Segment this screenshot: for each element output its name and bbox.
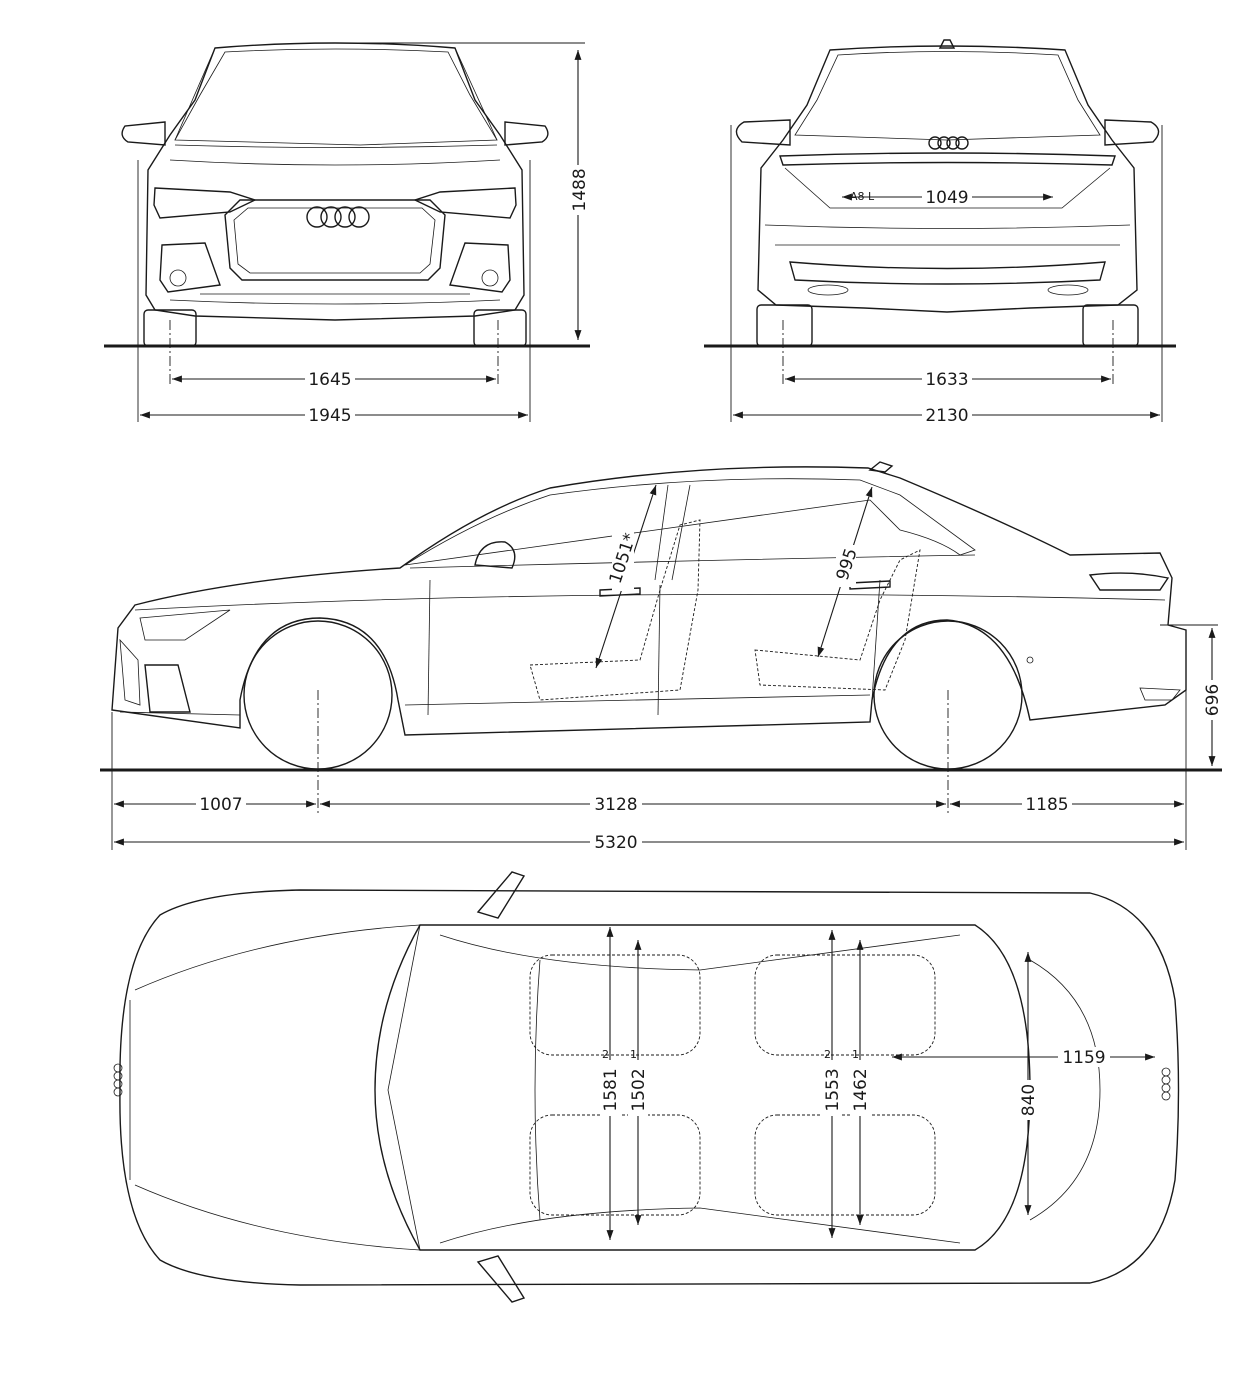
audi-rings-icon: [1161, 1067, 1171, 1101]
front-elbow-label: 1502: [629, 1068, 649, 1111]
audi-rings-icon: [928, 136, 969, 150]
top-roof: [374, 924, 1031, 1251]
rear-width-label: 2130: [925, 406, 968, 426]
front-shoulder-note: 2: [602, 1048, 609, 1061]
rear-shoulder-note: 2: [824, 1048, 831, 1061]
front-seat-outline: [529, 519, 701, 701]
front-height-label: 1488: [570, 168, 590, 211]
front-headroom-label: 1051*: [606, 531, 641, 586]
rear-trunk-opening-label: 1049: [925, 188, 968, 208]
top-left-mirror: [476, 871, 526, 919]
rear-body-outline: [757, 45, 1138, 313]
side-front-intake: [144, 664, 191, 713]
rear-light-bar: [779, 152, 1116, 166]
side-tail-light: [1088, 572, 1170, 591]
trunk-width-label: 840: [1019, 1084, 1039, 1116]
front-windshield: [174, 48, 498, 146]
rear-elbow-note: 1: [852, 1048, 859, 1061]
rear-diffuser: [789, 261, 1106, 285]
front-track-label: 1645: [308, 370, 351, 390]
wheelbase-label: 3128: [594, 795, 637, 815]
front-grille: [224, 199, 446, 281]
side-mirror: [474, 541, 516, 569]
rear-right-mirror: [1104, 119, 1160, 146]
side-view: 1051* 995 696 1007 3128 1185 5320: [100, 461, 1223, 853]
rear-right-seat: [754, 1114, 936, 1216]
front-view: 1488 1645 1945: [104, 42, 590, 426]
front-left-intake: [159, 242, 221, 293]
rear-right-exhaust: [1047, 284, 1089, 296]
audi-rings-icon: [306, 206, 370, 228]
trunk-length-label: 1159: [1062, 1048, 1105, 1068]
top-body-outline: [119, 889, 1180, 1286]
front-elbow-note: 1: [630, 1048, 637, 1061]
rear-left-mirror: [735, 119, 791, 146]
front-left-mirror: [121, 121, 166, 146]
front-right-intake: [449, 242, 511, 293]
side-body-outline: [111, 466, 1187, 736]
front-width-label: 1945: [308, 406, 351, 426]
front-right-seat: [529, 1114, 701, 1216]
front-left-headlight: [153, 187, 257, 219]
rear-shoulder-label: 1553: [823, 1068, 843, 1111]
front-overhang-label: 1007: [199, 795, 242, 815]
shark-fin-antenna: [938, 39, 956, 49]
rear-right-tire: [1082, 304, 1139, 347]
rear-left-exhaust: [807, 284, 849, 296]
front-left-seat: [529, 954, 701, 1056]
front-right-tire: [473, 309, 527, 347]
rear-left-seat: [754, 954, 936, 1056]
rear-window: [794, 51, 1101, 141]
rear-view: A8 L 1049 1633 2130: [704, 39, 1176, 426]
top-right-mirror: [476, 1255, 526, 1303]
audi-rings-icon: [113, 1063, 123, 1097]
rear-left-tire: [756, 304, 813, 347]
front-right-headlight: [413, 187, 517, 219]
side-antenna: [868, 461, 894, 473]
front-shoulder-label: 1581: [601, 1068, 621, 1111]
trunk-lip-height-label: 696: [1203, 684, 1223, 716]
rear-track-label: 1633: [925, 370, 968, 390]
length-label: 5320: [594, 833, 637, 853]
rear-overhang-label: 1185: [1025, 795, 1068, 815]
rear-elbow-label: 1462: [851, 1068, 871, 1111]
front-body-outline: [145, 42, 525, 321]
front-right-mirror: [504, 121, 549, 146]
top-view: 1581 2 1502 1 1553 2 1462 1 840 1159: [113, 871, 1180, 1303]
